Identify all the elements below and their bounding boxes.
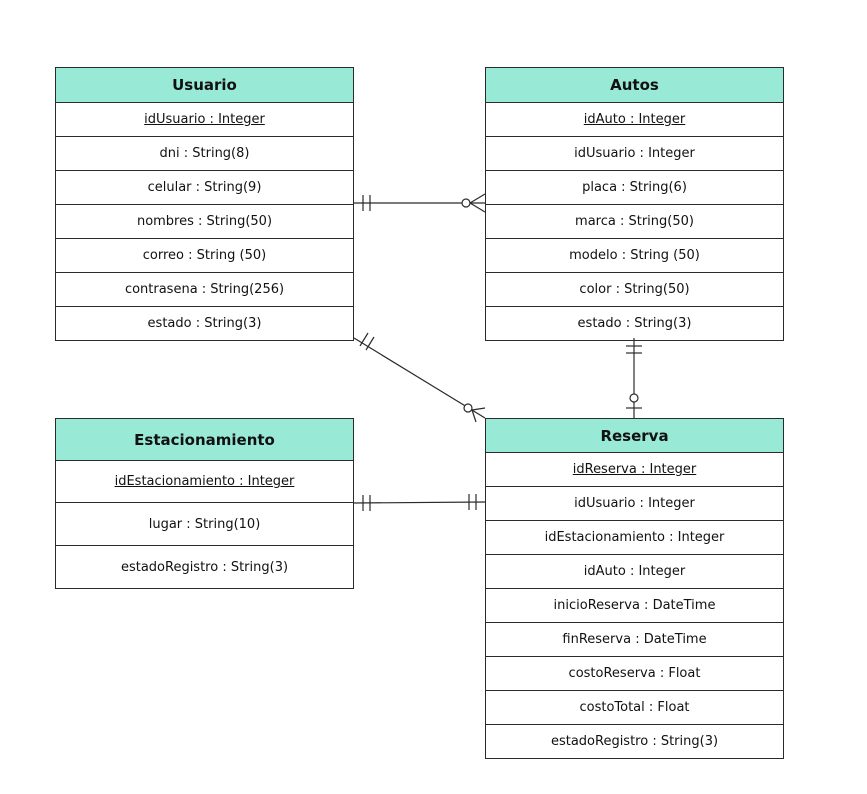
autos-field-estado: estado : String(3) — [577, 316, 692, 331]
autos-field-marca: marca : String(50) — [486, 205, 783, 239]
usuario-field-correo: correo : String (50) — [56, 239, 353, 273]
reserva-field-costototal: costoTotal : Float — [486, 691, 783, 725]
reserva-field-idauto: idAuto : Integer — [486, 555, 783, 589]
usuario-field-dni: dni : String(8) — [56, 137, 353, 171]
usuario-field-estado: estado : String(3) — [147, 316, 262, 331]
entity-autos[interactable]: Autos idAuto : Integer idUsuario : Integ… — [485, 67, 784, 341]
estacionamiento-field-lugar: lugar : String(10) — [56, 503, 353, 546]
autos-field-modelo: modelo : String (50) — [486, 239, 783, 273]
estacionamiento-field-estadoregistro: estadoRegistro : String(3) — [120, 559, 289, 575]
usuario-field-id: idUsuario : Integer — [56, 103, 353, 137]
reserva-field-inicioreserva: inicioReserva : DateTime — [486, 589, 783, 623]
reserva-field-costoreserva: costoReserva : Float — [486, 657, 783, 691]
reserva-field-idestacionamiento: idEstacionamiento : Integer — [486, 521, 783, 555]
entity-usuario-title: Usuario — [56, 68, 353, 103]
rel-autos-reserva[interactable] — [626, 338, 642, 418]
reserva-field-estadoregistro: estadoRegistro : String(3) — [550, 734, 719, 749]
autos-field-idusuario: idUsuario : Integer — [486, 137, 783, 171]
entity-estacionamiento-title: Estacionamiento — [56, 419, 353, 461]
autos-field-id: idAuto : Integer — [486, 103, 783, 137]
entity-reserva[interactable]: Reserva idReserva : Integer idUsuario : … — [485, 418, 784, 759]
rel-estacionamiento-reserva[interactable] — [353, 494, 486, 511]
entity-usuario[interactable]: Usuario idUsuario : Integer dni : String… — [55, 67, 354, 341]
reserva-field-finreserva: finReserva : DateTime — [486, 623, 783, 657]
usuario-field-nombres: nombres : String(50) — [56, 205, 353, 239]
entity-autos-title: Autos — [486, 68, 783, 103]
reserva-field-idusuario: idUsuario : Integer — [486, 487, 783, 521]
usuario-field-celular: celular : String(9) — [56, 171, 353, 205]
rel-usuario-autos[interactable] — [354, 193, 486, 213]
entity-reserva-title: Reserva — [486, 419, 783, 453]
autos-field-placa: placa : String(6) — [486, 171, 783, 205]
reserva-field-id: idReserva : Integer — [486, 453, 783, 487]
usuario-field-contrasena: contrasena : String(256) — [56, 273, 353, 307]
estacionamiento-field-id: idEstacionamiento : Integer — [56, 461, 353, 503]
autos-field-color: color : String(50) — [486, 273, 783, 307]
entity-estacionamiento[interactable]: Estacionamiento idEstacionamiento : Inte… — [55, 418, 354, 589]
rel-usuario-reserva[interactable] — [353, 332, 486, 423]
